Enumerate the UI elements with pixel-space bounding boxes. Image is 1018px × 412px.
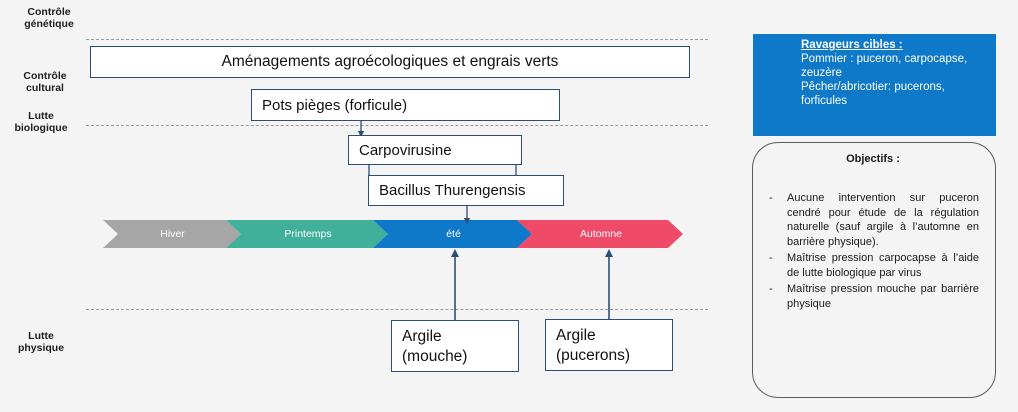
target-pests-title: Ravageurs cibles : [801, 39, 903, 51]
argile-pucerons-line1: Argile [556, 327, 596, 344]
objectives-title: Objectifs : [846, 153, 900, 165]
objectives-panel: Objectifs : -Aucune intervention sur puc… [752, 142, 996, 398]
season-chevron-hiver [103, 220, 241, 248]
argile-pucerons-line2: (pucerons) [556, 347, 631, 364]
box-carpovirusine: Carpovirusine [348, 135, 522, 165]
season-chevron-automne [517, 220, 683, 248]
objective-item: -Aucune intervention sur puceron cendré … [769, 192, 979, 248]
argile-mouche-line1: Argile [402, 328, 442, 345]
season-label-automne: Automne [579, 228, 623, 240]
category-biological: Lutte biologique [14, 110, 68, 134]
category-genetic: Contrôle génétique [24, 6, 74, 30]
box-pots-pieges: Pots pièges (forficule) [251, 89, 560, 121]
season-label-hiver: Hiver [160, 228, 185, 240]
target-pests-line1: Pommier : puceron, carpocapse, [801, 53, 968, 65]
objective-item: -Maîtrise pression mouche par barrière p… [769, 283, 979, 310]
season-label-ete: été [446, 228, 461, 240]
divider-genetic [86, 39, 708, 40]
season-chevron-printemps [226, 220, 388, 248]
objective-item: -Maîtrise pression carpocapse à l’aide d… [769, 252, 979, 279]
argile-mouche-line2: (mouche) [402, 348, 468, 365]
target-pests-panel: Ravageurs cibles : Pommier : puceron, ca… [753, 34, 996, 136]
target-pests-line4: forficules [801, 95, 848, 107]
target-pests-line3: Pêcher/abricotier: pucerons, [801, 81, 945, 93]
season-label-printemps: Printemps [284, 228, 332, 240]
box-amenagements: Aménagements agroécologiques et engrais … [90, 46, 690, 78]
divider-biological [86, 125, 708, 126]
box-bacillus: Bacillus Thurengensis [368, 175, 564, 206]
season-chevron-ete [373, 220, 532, 248]
box-argile-pucerons: Argile (pucerons) [545, 319, 673, 371]
category-physical: Lutte physique [17, 330, 65, 354]
objectives-list: -Aucune intervention sur puceron cendré … [767, 191, 979, 311]
divider-physical [86, 309, 708, 310]
target-pests-line2: zeuzère [801, 67, 842, 79]
category-cultural: Contrôle cultural [23, 70, 67, 94]
box-argile-mouche: Argile (mouche) [391, 320, 519, 372]
